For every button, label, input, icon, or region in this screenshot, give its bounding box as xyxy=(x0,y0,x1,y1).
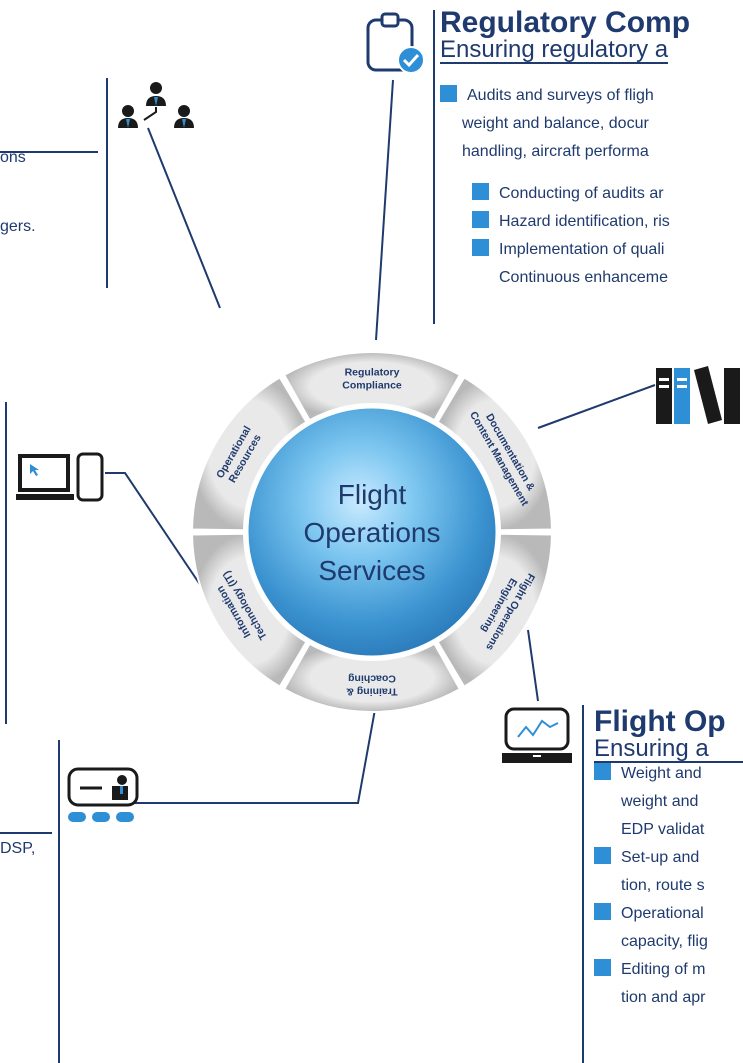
list-item: Hazard identification, ris xyxy=(472,208,670,236)
regulatory-main-item: Audits and surveys of fligh weight and b… xyxy=(440,82,654,166)
list-item: Weight and xyxy=(594,760,708,788)
connector-documentation xyxy=(537,384,656,429)
segment-label-line: Compliance xyxy=(342,380,402,392)
connector-lines xyxy=(105,79,656,804)
regulatory-title: Regulatory Comp xyxy=(440,6,691,39)
laptop-chart-icon xyxy=(502,707,572,763)
hub-title-line: Services xyxy=(318,555,425,586)
bullet-square-icon xyxy=(440,85,457,102)
hub-title-line: Flight xyxy=(338,479,407,510)
connector-resources xyxy=(147,127,221,309)
connector-training xyxy=(135,692,379,804)
hub-title-line: Operations xyxy=(304,517,441,548)
bullet-square-icon xyxy=(472,183,489,200)
engineering-list: Weight and weight and EDP validat Set-up… xyxy=(594,760,708,1012)
clipboard-check-icon xyxy=(366,12,425,74)
rule-resources-vertical xyxy=(106,78,108,288)
ring-segment-it xyxy=(191,532,308,688)
list-item: Conducting of audits ar xyxy=(472,180,670,208)
training-fragment: DSP, xyxy=(0,840,36,857)
bullet-square-icon xyxy=(472,211,489,228)
resources-fragment: ons gers. xyxy=(0,149,36,235)
segment-label-line: Coaching xyxy=(348,673,396,685)
bullet-square-icon xyxy=(594,763,611,780)
regulatory-section: Regulatory Comp Ensuring regulatory a xyxy=(440,8,690,64)
presentation-audience-icon xyxy=(67,767,139,822)
ring-segment-regulatory xyxy=(282,351,462,422)
list-item: Set-up and xyxy=(594,844,708,872)
ring-segment-resources xyxy=(191,376,308,532)
connector-it xyxy=(105,472,206,593)
rule-engineering-vertical xyxy=(582,705,584,1063)
connector-regulatory xyxy=(375,79,394,341)
services-ring xyxy=(191,351,553,713)
connector-engineering xyxy=(527,629,539,702)
bullet-square-icon xyxy=(594,959,611,976)
hub-circle xyxy=(245,405,499,659)
engineering-subtitle: Ensuring a xyxy=(594,737,743,763)
regulatory-subtitle: Ensuring regulatory a xyxy=(440,36,669,64)
list-item: Editing of m xyxy=(594,956,708,984)
rule-resources-horizontal xyxy=(0,151,98,153)
engineering-title: Flight Op xyxy=(594,705,726,738)
rule-regulatory-vertical xyxy=(433,10,435,324)
bullet-square-icon xyxy=(472,239,489,256)
list-item: Operational xyxy=(594,900,708,928)
rule-training-horizontal xyxy=(0,832,52,834)
segment-label-line: Regulatory xyxy=(345,367,400,379)
bullet-square-icon xyxy=(594,847,611,864)
team-hierarchy-icon xyxy=(118,82,194,128)
ring-segment-training xyxy=(282,642,462,713)
segment-label-line: Training & xyxy=(346,686,398,698)
ring-segment-engineering xyxy=(436,532,553,688)
engineering-section: Flight Op Ensuring a xyxy=(594,707,743,763)
binders-icon xyxy=(656,366,740,424)
segment-label-training: Training &Coaching xyxy=(346,673,398,698)
list-item: Implementation of quali xyxy=(472,236,670,264)
bullet-square-icon xyxy=(594,903,611,920)
ring-segment-documentation xyxy=(436,376,553,532)
rule-training-vertical xyxy=(58,740,60,1063)
laptop-phone-icon xyxy=(16,452,104,502)
regulatory-subitems: Conducting of audits ar Hazard identific… xyxy=(472,180,670,292)
rule-it-vertical xyxy=(5,402,7,724)
